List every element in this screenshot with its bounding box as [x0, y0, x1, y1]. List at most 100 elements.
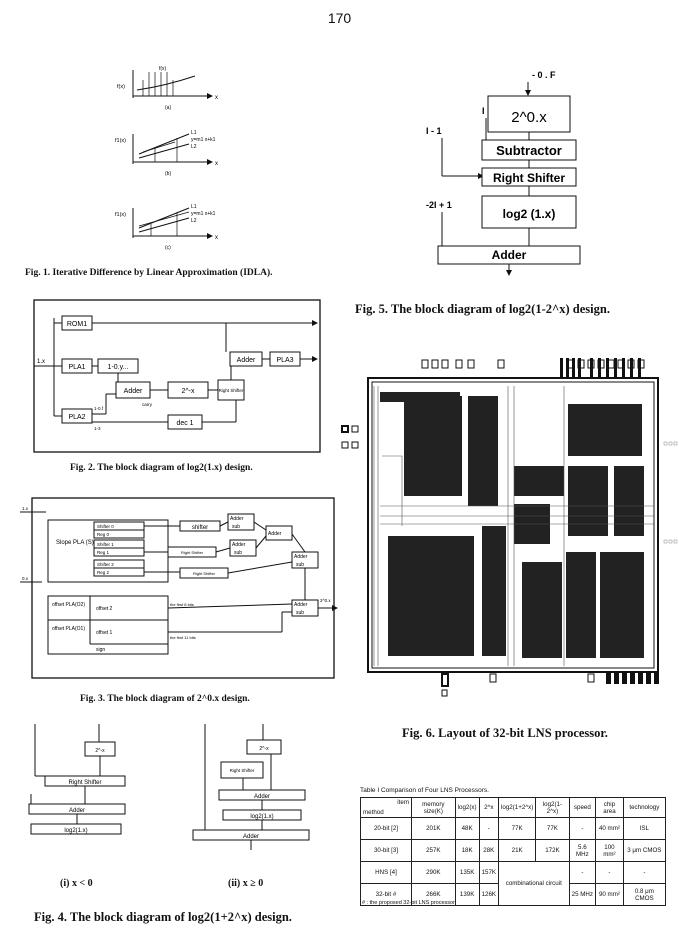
- table-cell: 3 μm CMOS: [622, 839, 667, 862]
- fig3-pow2-diagram: 1.x 0.x Slope PLA (S) Shifter 0 Reg 0 Sh…: [20, 497, 338, 679]
- fig4-left-log-block: [30, 823, 122, 835]
- fig5-in-i: I: [482, 106, 485, 116]
- fig4-sub-i: (i) x < 0: [60, 878, 93, 889]
- table-cell: 18K: [454, 839, 480, 862]
- table-cell: 40 mm²: [595, 817, 624, 840]
- fig4-left-shift: Right Shifter: [68, 780, 101, 786]
- fig3-slope-label: Slope PLA (S): [56, 540, 94, 546]
- fig4-right-pow: 2^-x: [259, 746, 269, 752]
- fig3-shifter: shifter: [192, 525, 208, 531]
- fig3-first11: the first 11 bits: [170, 635, 196, 640]
- table-note: # : the proposed 32-bit LNS processor: [362, 900, 455, 906]
- table-cell: 139K: [454, 883, 480, 906]
- table-cell: 257K: [411, 839, 456, 862]
- fig4-caption: Fig. 4. The block diagram of log2(1+2^x)…: [34, 910, 292, 924]
- fig2-caption: Fig. 2. The block diagram of log2(1.x) d…: [70, 463, 253, 473]
- svg-text:Adder: Adder: [268, 531, 282, 537]
- fig1b-line1: L1: [191, 130, 197, 136]
- table-cell: 21K: [498, 839, 537, 862]
- fig2-one-minus-label: 1-0.y...: [108, 364, 129, 371]
- fig1c-eq: y=m1 x+k1: [191, 211, 216, 217]
- table-cell: 100 mm²: [595, 839, 624, 862]
- fig1-caption: Fig. 1. Iterative Difference by Linear A…: [25, 268, 273, 278]
- table-cell: -: [568, 861, 597, 884]
- fig1b-xlabel: x: [215, 161, 218, 167]
- fig6-chip-layout: [341, 358, 678, 697]
- fig3-rshift2: Right Shifter: [193, 571, 216, 576]
- fig4-sub-ii: (ii) x ≥ 0: [228, 878, 264, 889]
- table-header-tech: technology: [622, 797, 667, 818]
- table-cell: -: [568, 817, 597, 840]
- table-row: HNS [4] 290K 135K 157K combinational cir…: [360, 861, 667, 906]
- table-cell: 30-bit [3]: [360, 839, 412, 862]
- table-cell: 77K: [535, 817, 570, 840]
- fig4-right-shift: Right Shifter: [230, 768, 255, 773]
- fig3-offset2: offset 2: [96, 606, 113, 612]
- table-cell: 5.6 MHz: [568, 839, 597, 862]
- fig4-left-adder: Adder: [69, 808, 85, 814]
- fig2-input-label: 1.x: [37, 359, 45, 365]
- fig1c-line1: L1: [191, 204, 197, 210]
- page-number: 170: [327, 10, 352, 26]
- fig1a-curve-label: f(x): [159, 66, 167, 72]
- fig5-input: - 0 . F: [532, 70, 556, 80]
- svg-text:sub: sub: [296, 562, 304, 568]
- fig4-left-pow: 2^-x: [95, 748, 105, 754]
- svg-text:sub: sub: [234, 550, 242, 556]
- fig1c-line2: L2: [191, 218, 197, 224]
- fig4-left-log: log2(1.x): [64, 828, 87, 834]
- fig2-pla1-label: PLA1: [68, 364, 85, 371]
- fig3-offset2-pla: offset PLA(O2): [52, 602, 85, 608]
- table-cell: 48K: [454, 817, 480, 840]
- table-cell: 157K: [478, 861, 500, 884]
- fig6-caption: Fig. 6. Layout of 32-bit LNS processor.: [402, 726, 608, 740]
- fig3-reg0: Reg 0: [97, 532, 110, 537]
- table-row: 30-bit [3] 257K 18K 28K 21K 172K 5.6 MHz…: [360, 839, 667, 862]
- table-cell: 266K: [411, 883, 456, 906]
- table-cell: 0.8 μm CMOS: [622, 883, 667, 906]
- table-header-row: item method memory size(K) log2(x) 2^x l…: [360, 797, 667, 818]
- fig1a-tag: (a): [165, 105, 171, 111]
- table-cell-combinational: combinational circuit: [498, 861, 570, 906]
- table-header-log: log2(x): [454, 797, 480, 818]
- fig3-reg1: Reg 1: [97, 550, 110, 555]
- svg-text:sub: sub: [296, 610, 304, 616]
- fig5-log2-1minus-diagram: - 0 . F 2^0.x I Subtractor I - 1 Right S…: [426, 70, 581, 276]
- fig1-panel-c: f1(x) L1 y=m1 x+k1 L2 x (c): [115, 204, 218, 251]
- table-header-method: method: [363, 809, 384, 816]
- fig4-right-shift-block: [220, 761, 264, 779]
- table-header-memory: memory size(K): [411, 797, 456, 818]
- table-cell: 20-bit [2]: [360, 817, 412, 840]
- comparison-table: item method memory size(K) log2(x) 2^x l…: [360, 797, 667, 906]
- table-cell: 201K: [411, 817, 456, 840]
- fig2-carry-label: carry: [142, 402, 153, 407]
- fig1c-tag: (c): [165, 245, 171, 251]
- fig3-caption: Fig. 3. The block diagram of 2^0.x desig…: [80, 694, 250, 704]
- fig3-reg2: Reg 2: [97, 570, 110, 575]
- table-cell: 32-bit #: [360, 883, 412, 906]
- table-cell: 25 MHz: [568, 883, 597, 906]
- fig5-caption: Fig. 5. The block diagram of log2(1-2^x)…: [355, 302, 610, 316]
- fig1b-ylabel: f1(x): [115, 138, 126, 144]
- fig5-shift: Right Shifter: [493, 171, 565, 185]
- svg-text:Adder: Adder: [294, 602, 308, 608]
- fig1c-xlabel: x: [215, 235, 218, 241]
- fig3-output-label: 2^0.x: [320, 598, 331, 603]
- table-header-lm: log2(1-2^x): [535, 797, 570, 818]
- table-cell: 290K: [411, 861, 456, 884]
- fig3-sign: sign: [96, 647, 105, 653]
- fig1c-ylabel: f1(x): [115, 212, 126, 218]
- table-cell: ISL: [622, 817, 667, 840]
- fig2-adder1-label: Adder: [124, 388, 143, 395]
- table-cell: -: [595, 861, 624, 884]
- fig2-pow-label: 2^-x: [181, 388, 195, 395]
- table-cell: -: [622, 861, 667, 884]
- table-header-lp: log2(1+2^x): [498, 797, 537, 818]
- fig2-pla3-label: PLA3: [276, 357, 293, 364]
- fig4-right-adder2: Adder: [243, 834, 259, 840]
- table-row: 20-bit [2] 201K 48K - 77K 77K - 40 mm² I…: [360, 817, 667, 840]
- table-cell: HNS [4]: [360, 861, 412, 884]
- fig5-sub: Subtractor: [496, 143, 562, 158]
- table-cell: 172K: [535, 839, 570, 862]
- fig3-rshift1: Right Shifter: [181, 550, 204, 555]
